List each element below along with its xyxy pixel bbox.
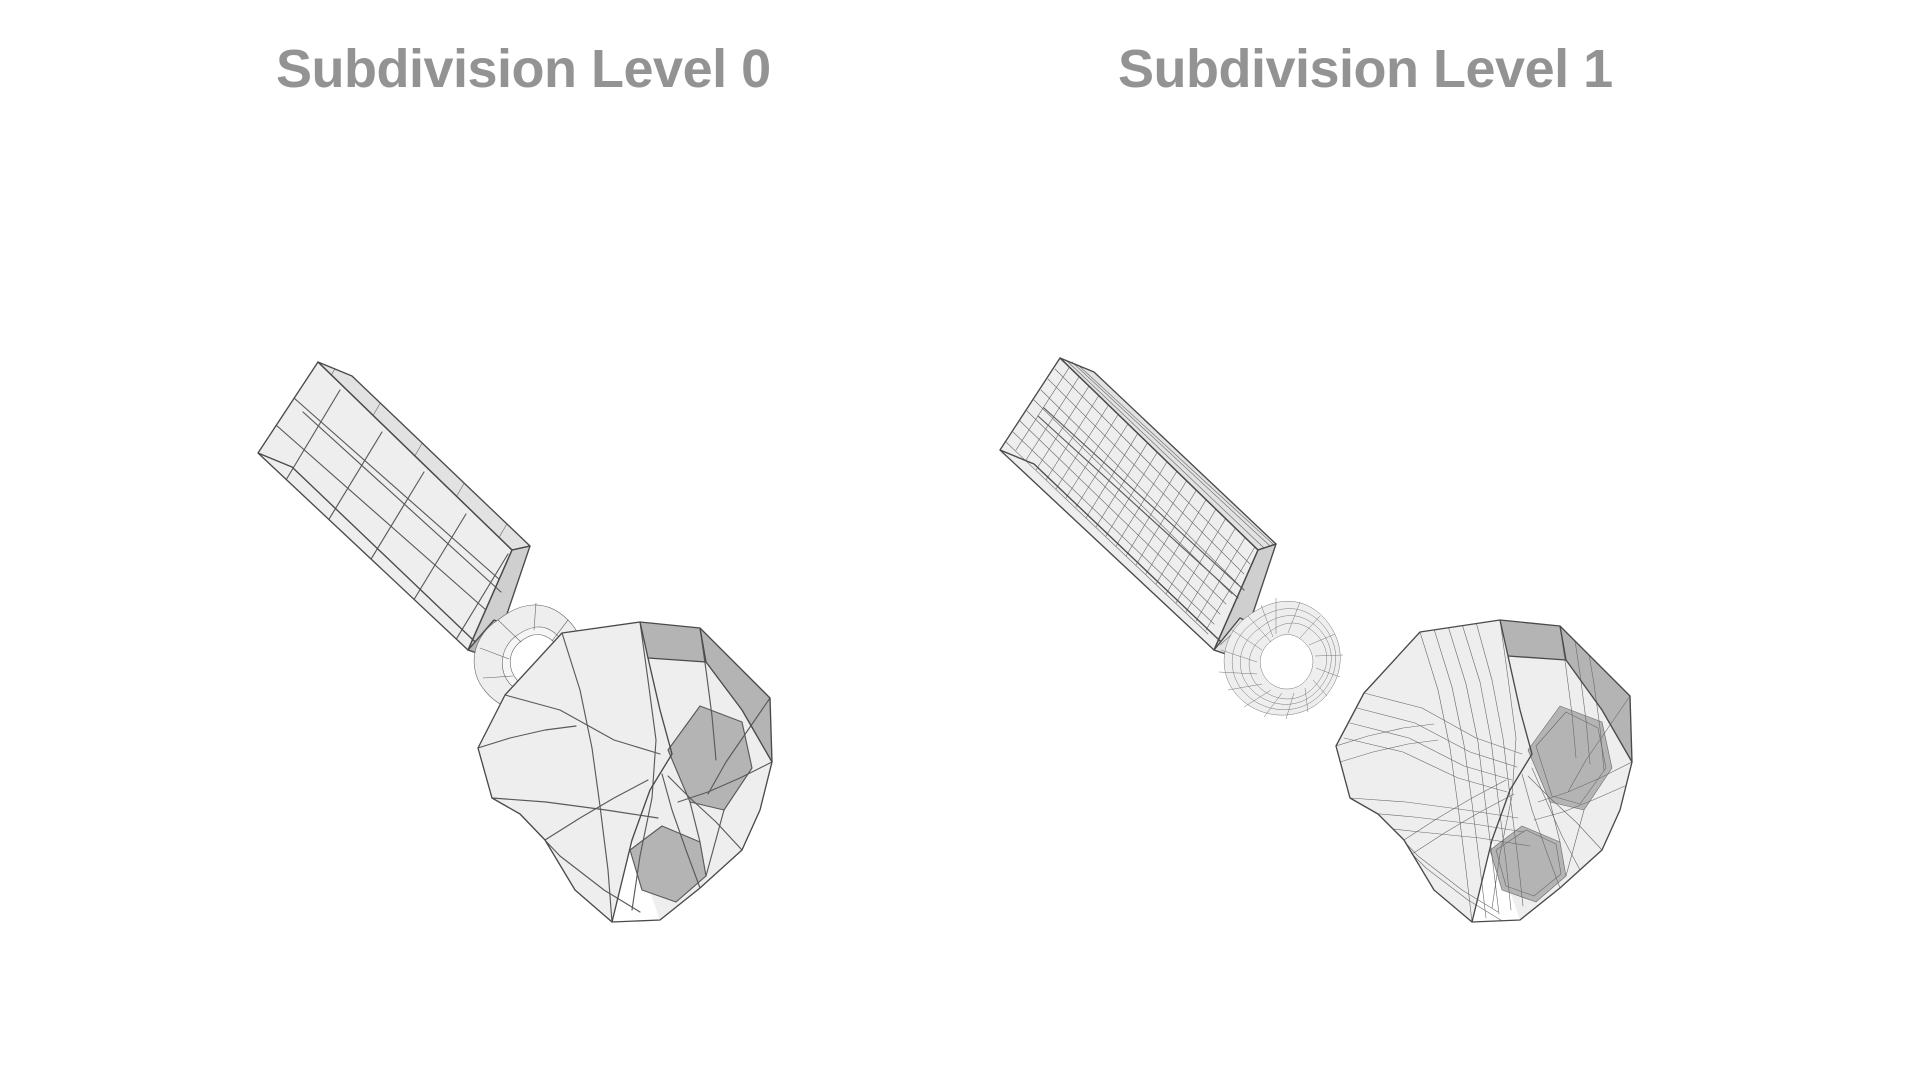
model-viewport-level-1 xyxy=(960,150,1920,1050)
wireframe-render-level-1 xyxy=(999,357,1633,923)
wireframe-render-level-0 xyxy=(257,361,773,923)
pull-tab-level-1 xyxy=(999,357,1277,659)
slider-body-level-1 xyxy=(1335,619,1633,923)
slider-body-level-0 xyxy=(477,621,773,923)
connector-ring-level-1 xyxy=(1218,598,1344,720)
panel-title-left: Subdivision Level 0 xyxy=(276,39,771,99)
model-viewport-level-0 xyxy=(0,150,960,1050)
panel-title-right: Subdivision Level 1 xyxy=(1118,39,1613,99)
